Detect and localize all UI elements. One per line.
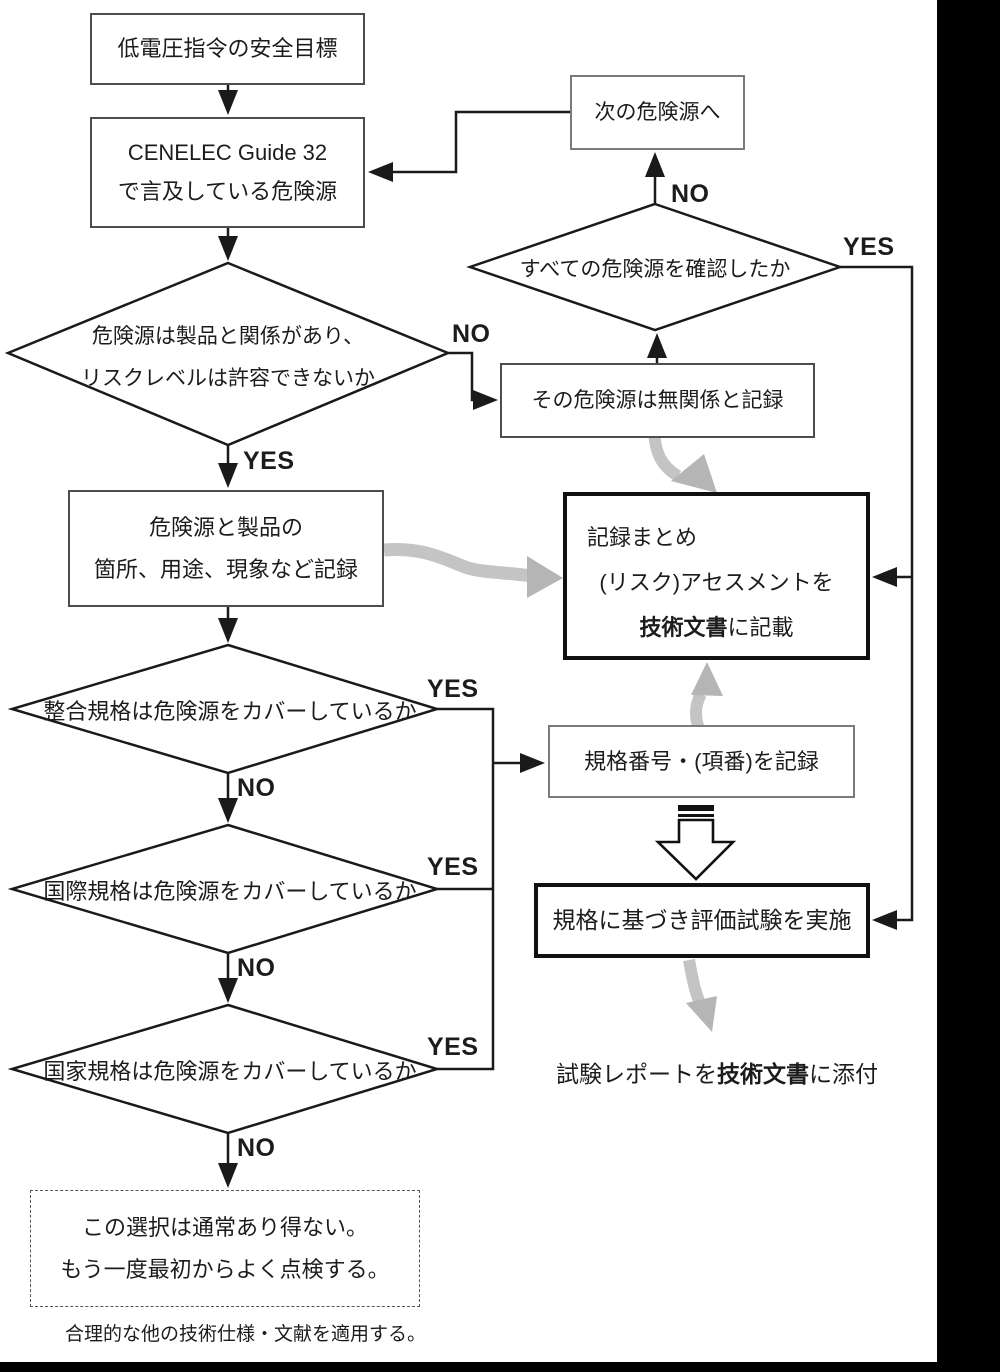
bottom-black-bar — [0, 1362, 1000, 1372]
node-unusual-line1: この選択は通常あり得ない。 — [81, 1214, 368, 1240]
flow-arrow-record-to-summary-head-icon — [527, 556, 563, 598]
label-yes-relevant: YES — [243, 447, 295, 475]
node-cenelec-line1: CENELEC Guide 32 — [127, 140, 328, 165]
node-next-hazard-label: 次の危険源へ — [594, 100, 721, 124]
flow-arrow-test-to-report-head-icon — [686, 996, 717, 1032]
diamond-relevant-line1: 危険源は製品と関係があり、 — [91, 325, 365, 348]
node-summary: 記録まとめ (リスク)アセスメントを 技術文書に記載 — [563, 492, 870, 660]
diamond-international-label: 国際規格は危険源をカバーしているか — [43, 879, 417, 904]
diamond-all-checked-label: すべての危険源を確認したか — [519, 258, 791, 281]
node-start: 低電圧指令の安全目標 — [90, 13, 365, 85]
node-run-test-label: 規格に基づき評価試験を実施 — [552, 906, 852, 933]
node-start-label: 低電圧指令の安全目標 — [117, 36, 338, 62]
node-record-standard: 規格番号・(項番)を記録 — [548, 725, 855, 798]
node-cenelec-line2: で言及している危険源 — [117, 178, 338, 204]
node-record-hazard-line2: 箇所、用途、現象など記録 — [93, 556, 358, 582]
connector-allchecked-yes — [840, 265, 914, 930]
diamond-national-label: 国家規格は危険源をカバーしているか — [43, 1059, 417, 1084]
node-summary-line3: 技術文書に記載 — [567, 605, 866, 650]
node-summary-line1: 記録まとめ — [587, 525, 698, 550]
node-summary-line3-bold: 技術文書 — [639, 615, 728, 640]
label-no-national: NO — [237, 1134, 276, 1162]
label-yes-national: YES — [427, 1033, 479, 1061]
node-record-hazard-line1: 危険源と製品の — [148, 514, 303, 540]
node-record-hazard: 危険源と製品の 箇所、用途、現象など記録 — [68, 490, 384, 607]
label-no-relevant: NO — [452, 320, 491, 348]
diamond-relevant-line2: リスクレベルは許容できないか — [81, 367, 375, 390]
node-unusual-choice: この選択は通常あり得ない。 もう一度最初からよく点検する。 — [30, 1190, 420, 1307]
flow-arrow-record-to-summary-icon — [383, 542, 533, 583]
flow-arrow-standard-to-summary-head-icon — [691, 662, 723, 696]
node-cenelec: CENELEC Guide 32 で言及している危険源 — [90, 117, 365, 228]
node-summary-line2: (リスク)アセスメントを — [599, 570, 834, 595]
attach-report-pre: 試験レポートを — [556, 1061, 717, 1087]
attach-report-bold: 技術文書 — [717, 1061, 809, 1087]
node-summary-line3-rest: に記載 — [727, 615, 794, 640]
label-no-all-checked: NO — [671, 180, 710, 208]
attach-report-post: に添付 — [809, 1061, 878, 1087]
diamond-harmonized-label: 整合規格は危険源をカバーしているか — [43, 699, 417, 724]
diamond-all-checked — [466, 202, 844, 332]
connector-nexthazard-to-cenelec — [368, 110, 570, 182]
flow-arrow-irrelevant-to-summary-head-icon — [671, 454, 717, 493]
node-unusual-line2: もう一度最初からよく点検する。 — [60, 1256, 390, 1282]
node-record-irrelevant: その危険源は無関係と記録 — [500, 363, 815, 438]
attach-report-text: 試験レポートを技術文書に添付 — [556, 1055, 878, 1089]
node-next-hazard: 次の危険源へ — [570, 75, 745, 150]
connector-relevant-no — [448, 351, 498, 410]
right-black-bar — [937, 0, 1000, 1372]
node-record-irrelevant-label: その危険源は無関係と記録 — [531, 388, 784, 412]
diamond-relevant-label: 危険源は製品と関係があり、 リスクレベルは許容できないか — [81, 316, 375, 400]
footnote-text: 合理的な他の技術仕様・文献を適用する。 — [65, 1324, 427, 1345]
node-record-standard-label: 規格番号・(項番)を記録 — [584, 748, 819, 774]
label-yes-all-checked: YES — [843, 233, 895, 261]
label-no-harmonized: NO — [237, 774, 276, 802]
label-no-international: NO — [237, 954, 276, 982]
label-yes-international: YES — [427, 853, 479, 881]
striped-block-arrow-icon — [654, 805, 737, 881]
node-run-test: 規格に基づき評価試験を実施 — [534, 883, 870, 958]
label-yes-harmonized: YES — [427, 675, 479, 703]
